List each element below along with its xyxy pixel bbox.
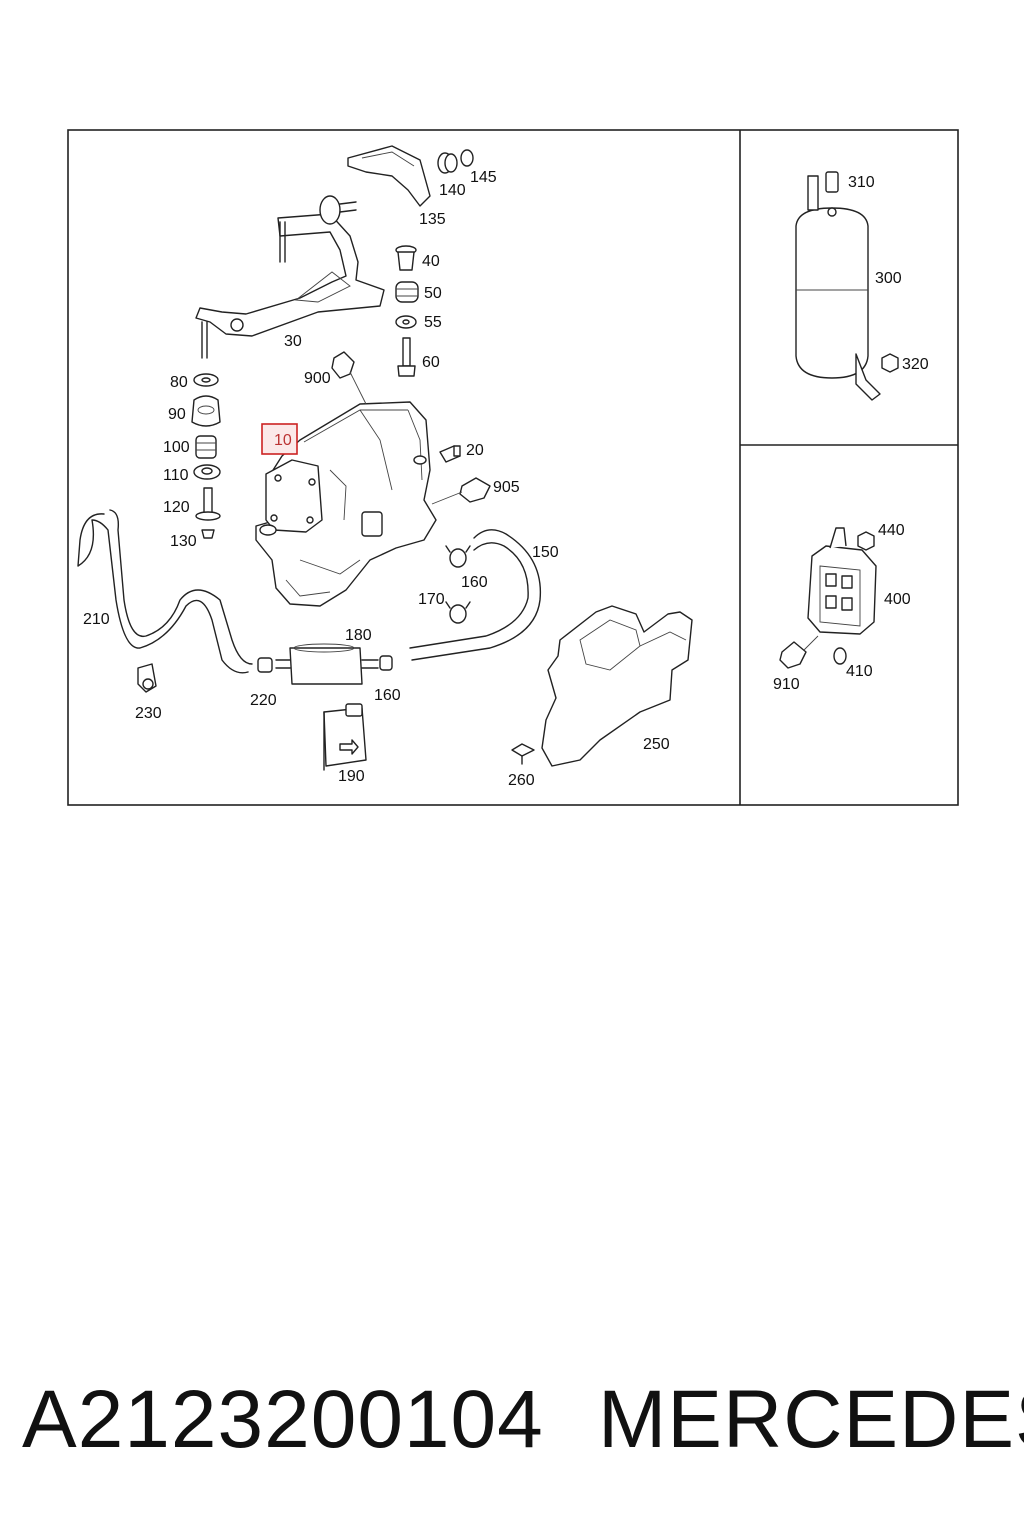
callout-120: 120 [163, 499, 190, 516]
part-400-valve-block [807, 527, 877, 635]
part-310-valve [825, 171, 839, 217]
part-145-nut [460, 149, 474, 167]
callout-160-upper: 160 [461, 574, 488, 591]
brand-name: MERCEDES [598, 1374, 1024, 1465]
part-130-screw [201, 529, 215, 539]
callout-905: 905 [493, 479, 520, 496]
part-120-sleeve [195, 487, 221, 521]
callout-910: 910 [773, 676, 800, 693]
callout-130: 130 [170, 533, 197, 550]
callout-10: 10 [274, 432, 292, 449]
part-100-spring [195, 435, 217, 459]
part-80-washer [193, 373, 219, 387]
callout-230: 230 [135, 705, 162, 722]
diagram-frame [67, 129, 959, 806]
part-410-fitting [833, 647, 847, 665]
part-300-air-reservoir [795, 175, 881, 401]
part-900-label-tag [331, 351, 367, 405]
part-110-washer [193, 464, 221, 480]
part-160-clamp-upper [445, 545, 471, 568]
part-50-bushing [395, 281, 419, 303]
part-180-filter [275, 643, 379, 685]
part-160-clamp-lower [379, 655, 393, 671]
part-320-nut [881, 353, 899, 373]
part-170-clamp [445, 601, 471, 624]
callout-250: 250 [643, 736, 670, 753]
part-440-nut [857, 531, 875, 551]
callout-180: 180 [345, 627, 372, 644]
callout-60: 60 [422, 354, 440, 371]
footer-caption: A2123200104 MERCEDES [0, 1370, 1024, 1480]
callout-40: 40 [422, 253, 440, 270]
part-number: A2123200104 [22, 1374, 544, 1465]
callout-100: 100 [163, 439, 190, 456]
callout-440: 440 [878, 522, 905, 539]
part-30-mounting-bracket [195, 195, 385, 359]
part-90-mount [191, 395, 221, 427]
callout-220: 220 [250, 692, 277, 709]
part-260-screw [511, 743, 535, 765]
callout-80: 80 [170, 374, 188, 391]
part-230-bracket [137, 663, 157, 693]
part-905-label-tag [431, 477, 491, 505]
callout-50: 50 [424, 285, 442, 302]
part-135-bracket [347, 145, 431, 207]
callout-400: 400 [884, 591, 911, 608]
callout-55: 55 [424, 314, 442, 331]
callout-190: 190 [338, 768, 365, 785]
callout-110: 110 [163, 467, 189, 484]
callout-310: 310 [848, 174, 875, 191]
part-20-fitting [439, 445, 461, 463]
callout-140: 140 [439, 182, 466, 199]
callout-20: 20 [466, 442, 484, 459]
callout-210: 210 [83, 611, 110, 628]
callout-150: 150 [532, 544, 559, 561]
callout-160-lower: 160 [374, 687, 401, 704]
callout-135: 135 [419, 211, 446, 228]
callout-170: 170 [418, 591, 445, 608]
callout-320: 320 [902, 356, 929, 373]
highlight-box-10[interactable] [261, 423, 298, 455]
part-250-underbody-cover [541, 605, 693, 767]
callout-410: 410 [846, 663, 873, 680]
part-910-label-tag [779, 635, 819, 669]
part-190-cover [323, 703, 367, 771]
callout-260: 260 [508, 772, 535, 789]
part-140-nut [437, 152, 458, 174]
part-40-sleeve [395, 245, 417, 271]
callout-145: 145 [470, 169, 497, 186]
callout-90: 90 [168, 406, 186, 423]
callout-900: 900 [304, 370, 331, 387]
callout-300: 300 [875, 270, 902, 287]
part-150-hose [409, 529, 542, 661]
part-220-clip [257, 657, 273, 673]
part-60-bolt [397, 337, 416, 377]
part-55-washer [395, 315, 417, 329]
part-10-compressor [255, 401, 437, 607]
callout-30: 30 [284, 333, 302, 350]
part-210-hose [77, 509, 253, 674]
